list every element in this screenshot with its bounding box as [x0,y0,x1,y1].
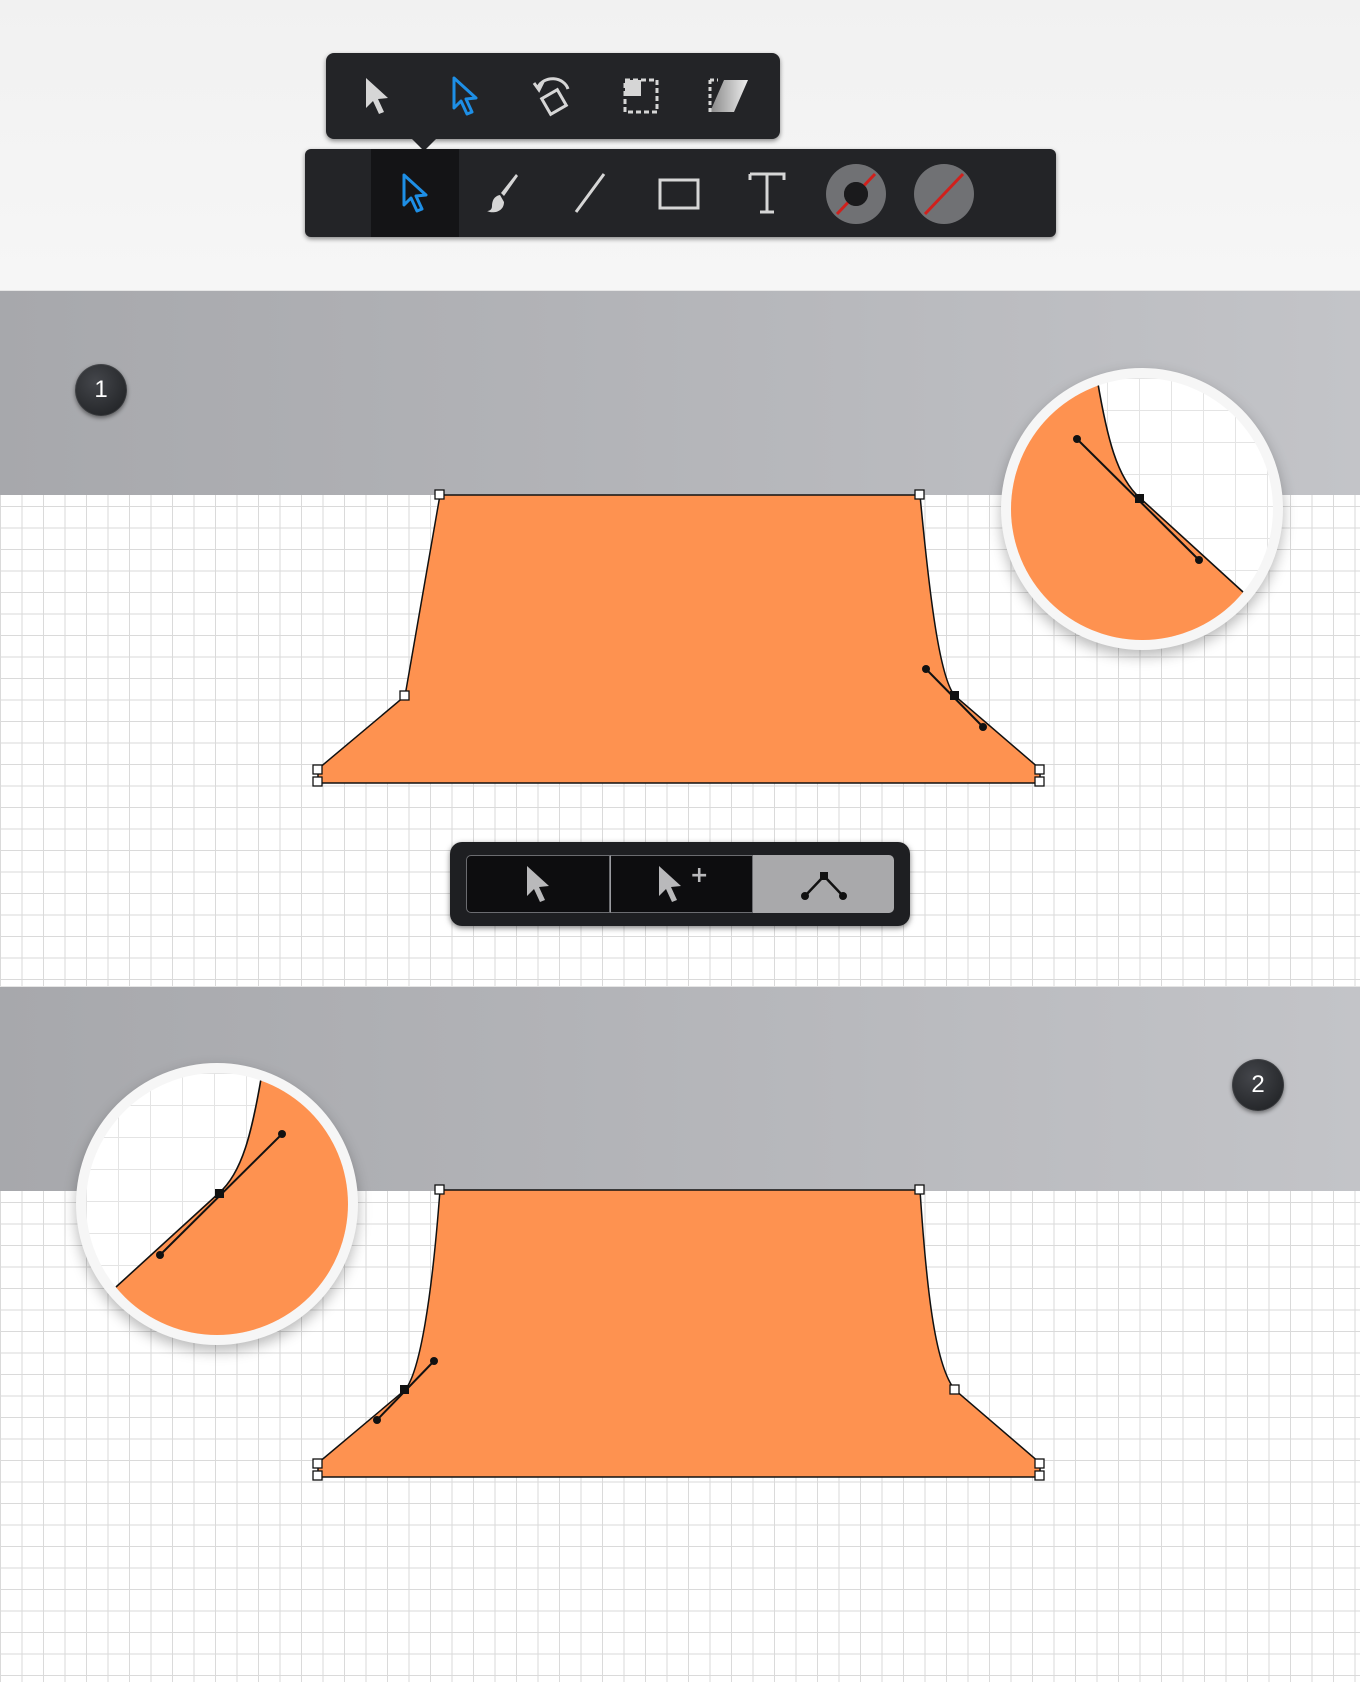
sharp-node-button[interactable] [753,855,894,913]
rectangle-tool-icon[interactable] [654,168,704,218]
transparency-tool-icon[interactable] [616,71,666,121]
fill-color-icon[interactable] [825,163,887,225]
main-toolbar [305,149,1056,237]
text-tool-icon[interactable] [742,168,792,218]
brush-icon[interactable] [478,168,528,218]
active-tool-highlight [371,149,459,237]
node-tool-icon[interactable] [440,71,490,121]
trapezoid-shape-step-1 [312,489,1045,787]
toolbar-pointer [412,139,436,151]
node-tool-button[interactable] [390,168,440,218]
line-tool-icon[interactable] [566,168,616,218]
move-tool-icon[interactable] [352,71,402,121]
zoom-magnifier-step-1 [1001,368,1283,650]
sub-toolbar [326,53,780,151]
pointer-icon [527,866,549,902]
trapezoid-shape-step-2 [312,1184,1045,1481]
sharp-node-icon [800,872,847,900]
zoom-magnifier-step-2 [76,1063,358,1345]
gradient-tool-icon[interactable] [704,71,754,121]
svg-text:+: + [690,863,708,888]
node-context-toolbar: + [450,842,910,926]
pointer-add-icon: + [658,863,708,902]
node-select-button[interactable] [466,855,610,913]
node-add-button[interactable]: + [610,855,753,913]
step-badge-2: 2 [1232,1059,1284,1111]
rotate-tool-icon[interactable] [528,71,578,121]
top-background [0,0,1360,290]
stroke-color-icon[interactable] [913,163,975,225]
step-badge-1: 1 [75,364,127,416]
